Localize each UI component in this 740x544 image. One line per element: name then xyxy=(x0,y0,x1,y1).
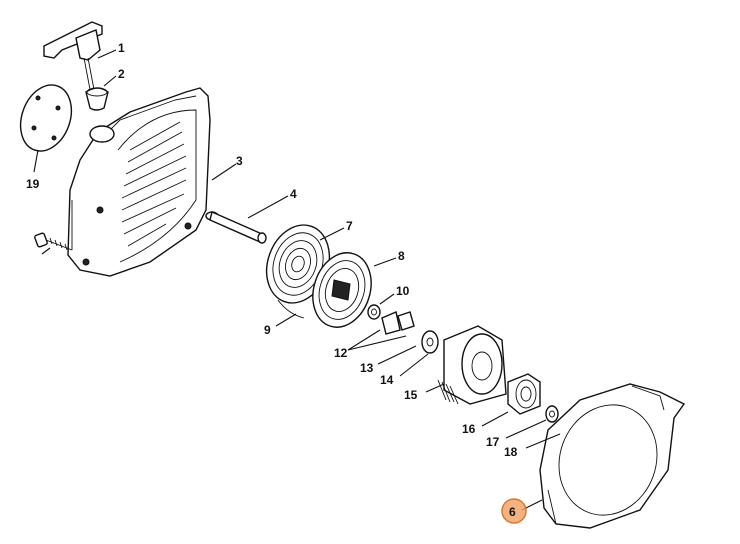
rope-guide-bush-part[interactable] xyxy=(85,87,109,111)
rope-rotor-part[interactable] xyxy=(304,245,381,335)
rewind-spring-part[interactable] xyxy=(256,216,340,319)
spring-washer-part[interactable] xyxy=(421,330,439,354)
label-10[interactable]: 10 xyxy=(396,284,410,298)
fan-wheel-part[interactable] xyxy=(437,325,507,405)
label-17[interactable]: 18 xyxy=(504,445,518,459)
label-14[interactable]: 15 xyxy=(404,388,418,402)
fan-housing-part[interactable] xyxy=(67,87,211,277)
screw-part[interactable] xyxy=(34,232,73,251)
label-1[interactable]: 3 xyxy=(236,154,243,168)
label-8[interactable]: 1 xyxy=(118,41,125,55)
label-9[interactable]: 9 xyxy=(264,323,271,337)
leader-lines xyxy=(33,49,561,511)
label-18[interactable]: 19 xyxy=(26,177,40,191)
label-2[interactable]: 2 xyxy=(118,67,125,81)
starter-grip-part[interactable] xyxy=(43,21,103,101)
label-15[interactable]: 16 xyxy=(462,422,476,436)
housing-ribs xyxy=(121,121,187,247)
shaft-part[interactable] xyxy=(205,211,267,244)
label-3[interactable]: 4 xyxy=(290,187,297,201)
small-washer-part[interactable] xyxy=(545,405,559,423)
shroud-part[interactable] xyxy=(539,383,686,529)
highlight-circle xyxy=(501,498,527,524)
label-12[interactable]: 13 xyxy=(360,361,374,375)
label-4[interactable]: 6 xyxy=(509,505,516,519)
pawl-part[interactable] xyxy=(381,311,415,335)
cover-plate-part[interactable] xyxy=(12,78,80,158)
label-7[interactable]: 8 xyxy=(398,249,405,263)
nut-part[interactable] xyxy=(507,373,541,415)
label-6[interactable]: 7 xyxy=(346,219,353,233)
label-11[interactable]: 12 xyxy=(334,346,348,360)
label-13[interactable]: 14 xyxy=(380,373,394,387)
part-labels: 1 2 3 4 7 8 10 9 12 13 14 15 16 17 18 19… xyxy=(26,41,518,519)
washer-part[interactable] xyxy=(367,304,381,320)
label-16[interactable]: 17 xyxy=(486,435,500,449)
